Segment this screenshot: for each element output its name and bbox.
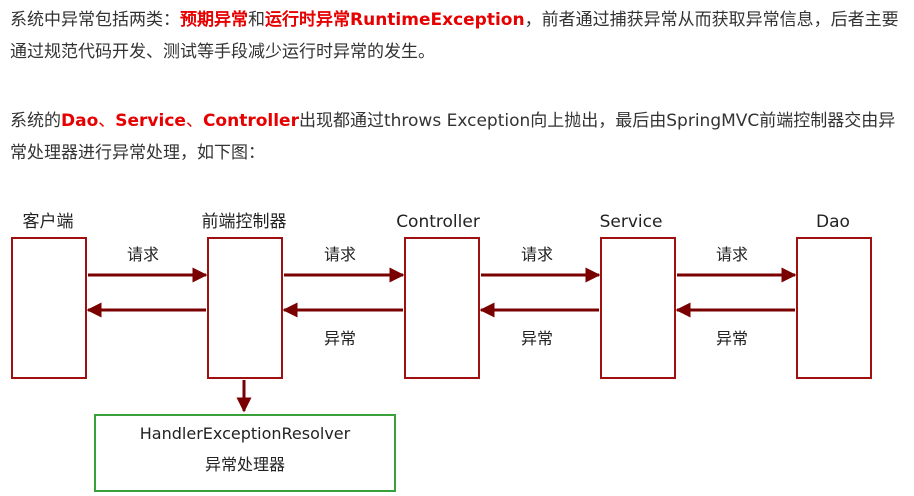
intro-text: ，前者通过捕获异常从而获取异常信息，后者主要通过规范代码开发、测试等手段减少运行… [10,10,899,62]
node-box-client [11,237,87,379]
intro-text: 和 [248,10,265,30]
intro-text: 系统中异常包括两类： [10,10,180,30]
resolver-box [94,414,396,492]
intro-paragraph-1: 系统中异常包括两类：预期异常和运行时异常RuntimeException，前者通… [10,4,910,68]
node-label-service: Service [600,212,663,232]
exception-flow-diagram: 客户端 前端控制器 Controller Service Dao 请求 请求 请… [11,212,872,492]
separator: 、 [185,111,203,131]
highlight-expected-exception: 预期异常 [180,10,248,30]
exception-label-3: 异常 [716,329,748,348]
resolver-name: HandlerExceptionResolver [140,424,351,443]
highlight-service: Service [115,111,186,131]
resolver-desc: 异常处理器 [205,455,285,474]
request-label-3: 请求 [521,245,553,264]
request-label-1: 请求 [127,245,159,264]
exception-label-2: 异常 [521,329,553,348]
node-label-dao: Dao [816,212,850,232]
node-box-dao [796,237,872,379]
request-label-2: 请求 [324,245,356,264]
intro-text: 系统的 [10,111,61,131]
highlight-controller: Controller [202,111,299,131]
node-label-controller: Controller [396,212,480,232]
node-box-service [600,237,676,379]
intro-text: 出现都通过throws Exception向上抛出，最后由SpringMVC前端… [10,111,896,163]
separator: 、 [98,111,116,131]
node-box-front-controller [207,237,283,379]
highlight-runtime-exception: 运行时异常RuntimeException [265,10,525,30]
exception-label-1: 异常 [324,329,356,348]
highlight-dao: Dao [61,111,99,131]
request-label-4: 请求 [716,245,748,264]
intro-paragraph-2: 系统的Dao、Service、Controller出现都通过throws Exc… [10,105,910,169]
node-label-client: 客户端 [23,212,74,232]
node-label-front-controller: 前端控制器 [202,212,287,232]
node-box-controller [404,237,480,379]
